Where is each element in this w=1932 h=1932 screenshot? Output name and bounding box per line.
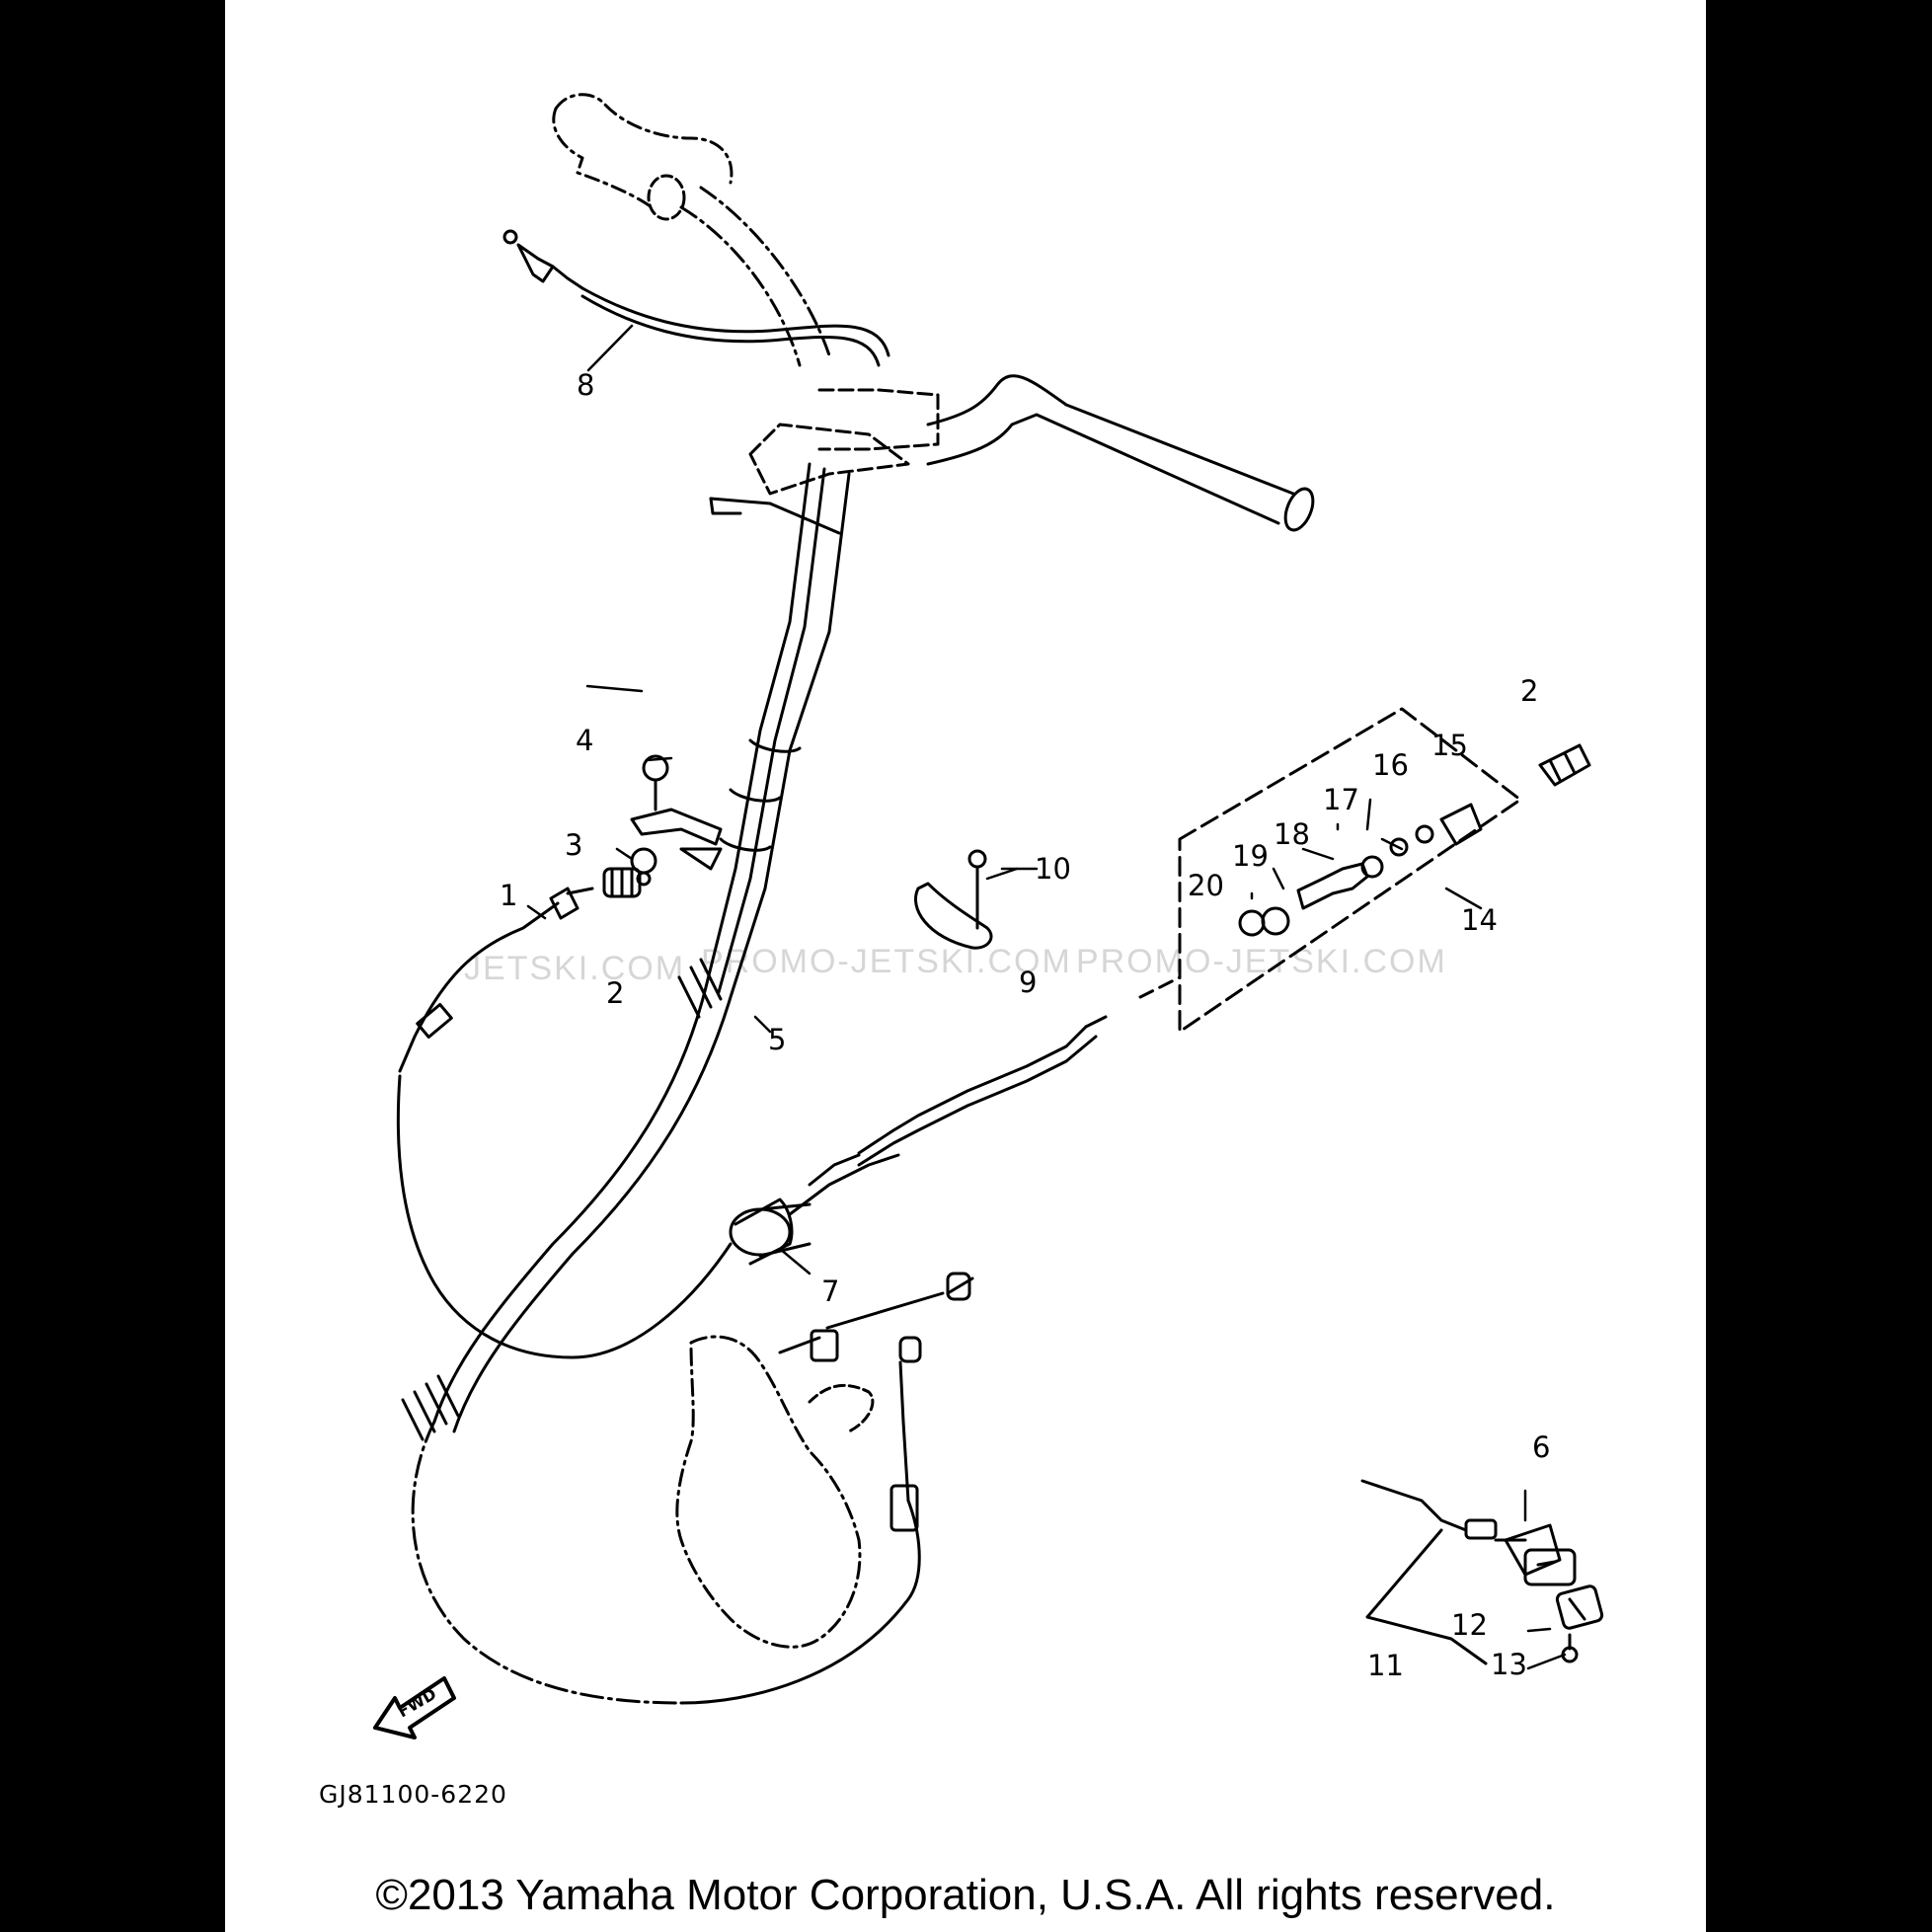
callout-7: 7 [821, 1275, 839, 1308]
steering-cable [401, 462, 921, 1705]
callout-17: 17 [1323, 783, 1359, 816]
callout-11: 11 [1367, 1649, 1404, 1682]
callout-19: 19 [1232, 839, 1269, 873]
throttle-cable [502, 229, 890, 367]
copyright-notice: ©2013 Yamaha Motor Corporation, U.S.A. A… [375, 1871, 1556, 1919]
fwd-label: FWD [395, 1684, 440, 1721]
shift-cable [808, 975, 1182, 1187]
callout-3: 3 [565, 828, 582, 862]
watermark-center: PROMO-JETSKI.COM [701, 943, 1072, 980]
callout-numbers: 1 2 2 3 4 5 6 7 8 9 10 11 12 13 14 15 16… [500, 368, 1550, 1682]
callout-5: 5 [768, 1023, 786, 1056]
cable-holder-grommet [734, 1198, 794, 1266]
watermark-right: PROMO-JETSKI.COM [1076, 943, 1447, 980]
callout-8: 8 [577, 368, 594, 402]
callout-6: 6 [1532, 1430, 1550, 1464]
callout-10: 10 [1035, 852, 1071, 886]
handlebar-grip-left [552, 93, 831, 367]
callout-13: 13 [1491, 1648, 1527, 1681]
callout-15: 15 [1431, 729, 1468, 762]
callout-2-left: 2 [606, 976, 624, 1010]
bracket-mount [630, 754, 723, 887]
forward-arrow: FWD [373, 1676, 456, 1739]
callout-18: 18 [1274, 817, 1310, 851]
callout-2-right: 2 [1520, 674, 1538, 708]
leader-lines [526, 324, 1567, 1670]
callout-1: 1 [500, 879, 517, 912]
watermark: JETSKI.COM PROMO-JETSKI.COM PROMO-JETSKI… [464, 943, 1447, 987]
cable-band [913, 849, 993, 950]
watermark-left: JETSKI.COM [464, 950, 685, 987]
diagram-sheet [225, 0, 1706, 1932]
engine-side-fittings [1360, 1479, 1604, 1665]
callout-14: 14 [1461, 903, 1498, 937]
callout-4: 4 [576, 724, 593, 757]
fitting-assembly [1178, 707, 1591, 1034]
callout-16: 16 [1372, 748, 1409, 782]
callout-12: 12 [1451, 1608, 1488, 1642]
engine-outline [675, 1272, 974, 1649]
callout-9: 9 [1019, 966, 1037, 999]
drawing-code: GJ81100-6220 [319, 1780, 507, 1809]
hose-fittings-left [549, 867, 642, 920]
handlebar-right [709, 374, 1315, 535]
callout-20: 20 [1188, 869, 1224, 902]
